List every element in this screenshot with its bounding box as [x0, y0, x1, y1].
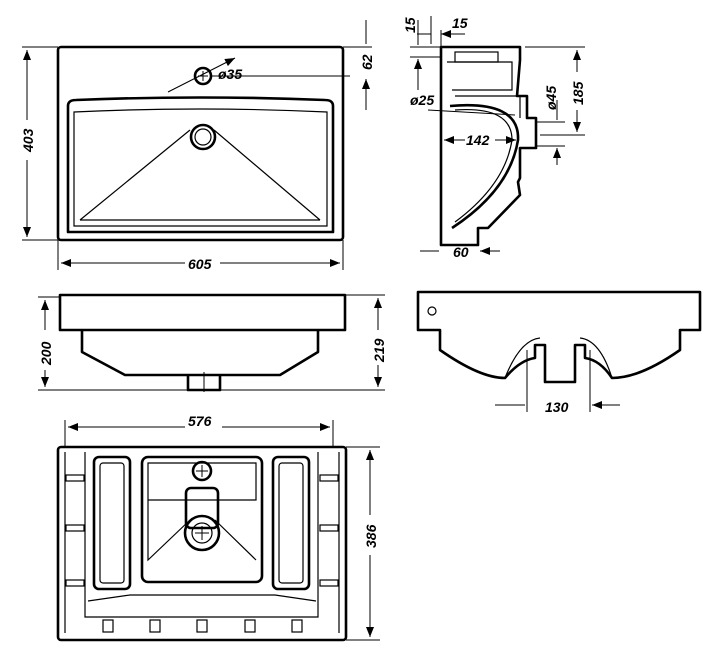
drain-hole-icon: [183, 514, 221, 552]
dim-front-200: 200: [38, 341, 54, 366]
section-view: 130: [416, 290, 702, 415]
dim-wall: 60: [453, 244, 469, 260]
bottom-view: 576 386: [56, 413, 380, 640]
dim-front-219: 219: [371, 338, 387, 363]
dim-bottom-depth: 386: [363, 524, 379, 548]
dim-drain-height: 185: [570, 81, 586, 105]
dim-drain-diam: ø45: [543, 86, 559, 110]
front-view: 200 219: [38, 295, 387, 392]
tap-hole-icon: [191, 460, 213, 482]
drain-hole-icon: [189, 123, 217, 151]
dim-bottom-width: 576: [188, 413, 212, 429]
dim-drain-width: 130: [545, 399, 569, 415]
top-view: 403 605 62 ø35: [20, 20, 375, 272]
side-view: 15 15 185 ø45 ø25 142 60: [402, 15, 586, 260]
dim-tap-hole: ø35: [218, 66, 242, 82]
dim-width-top: 605: [188, 256, 212, 272]
dim-tap-offset: 62: [359, 54, 375, 70]
dim-overflow-diam: ø25: [410, 92, 434, 108]
dim-rim-b: 15: [452, 15, 468, 31]
dim-drain-offset: 142: [466, 132, 490, 148]
dim-depth-top: 403: [20, 128, 36, 153]
dim-rim-a: 15: [402, 17, 418, 33]
